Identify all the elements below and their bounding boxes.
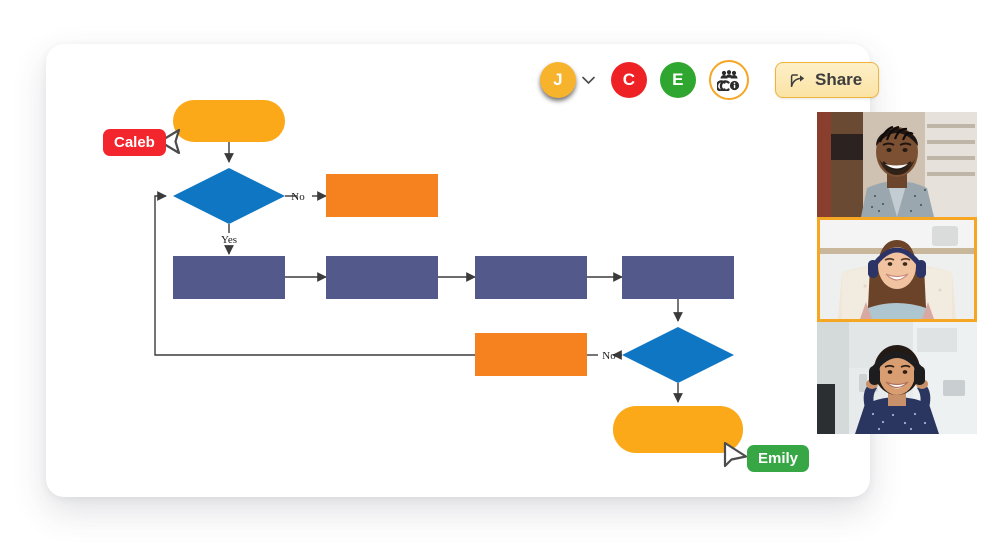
flowchart-diagram[interactable]: No Yes No <box>46 44 870 497</box>
flowchart-connectors <box>154 142 683 403</box>
node-decision-1[interactable] <box>173 168 285 224</box>
avatar-self-j[interactable]: J <box>540 62 576 98</box>
participants-info-icon[interactable] <box>709 60 749 100</box>
share-button-label: Share <box>815 70 863 89</box>
video-tile-participant-1[interactable] <box>817 112 977 217</box>
avatar-initial: J <box>553 70 563 89</box>
node-start[interactable] <box>173 100 285 142</box>
node-process-1[interactable] <box>173 256 285 299</box>
node-process-4[interactable] <box>622 256 734 299</box>
cursor-pointer-emily <box>722 440 750 477</box>
cursor-label-emily: Emily <box>747 445 810 472</box>
node-alternate-2[interactable] <box>475 333 587 376</box>
share-icon <box>789 71 807 89</box>
avatar-initial: E <box>672 70 684 89</box>
edge-label-yes: Yes <box>221 234 237 246</box>
avatar-e[interactable]: E <box>660 62 696 98</box>
node-end[interactable] <box>613 406 743 453</box>
edge-label-no-1: No <box>291 191 305 203</box>
node-alternate-1[interactable] <box>326 174 438 217</box>
cursor-label-caleb: Caleb <box>103 129 166 156</box>
avatar-c[interactable]: C <box>611 62 647 98</box>
node-process-3[interactable] <box>475 256 587 299</box>
chevron-down-icon[interactable] <box>576 76 600 85</box>
node-process-2[interactable] <box>326 256 438 299</box>
video-tile-participant-3[interactable] <box>817 322 977 434</box>
node-decision-2[interactable] <box>622 327 734 383</box>
cursor-name: Caleb <box>114 134 155 151</box>
video-tile-participant-2-active-speaker[interactable] <box>817 217 977 322</box>
flowchart-edge-labels: No Yes No <box>221 191 616 362</box>
share-button[interactable]: Share <box>775 62 880 98</box>
edge-label-no-2: No <box>602 350 616 362</box>
collaboration-toolbar: J C E <box>540 58 880 102</box>
cursor-name: Emily <box>758 450 799 467</box>
cursor-pointer-caleb <box>158 127 184 162</box>
avatar-initial: C <box>622 70 636 89</box>
flowchart-nodes[interactable] <box>173 100 743 453</box>
